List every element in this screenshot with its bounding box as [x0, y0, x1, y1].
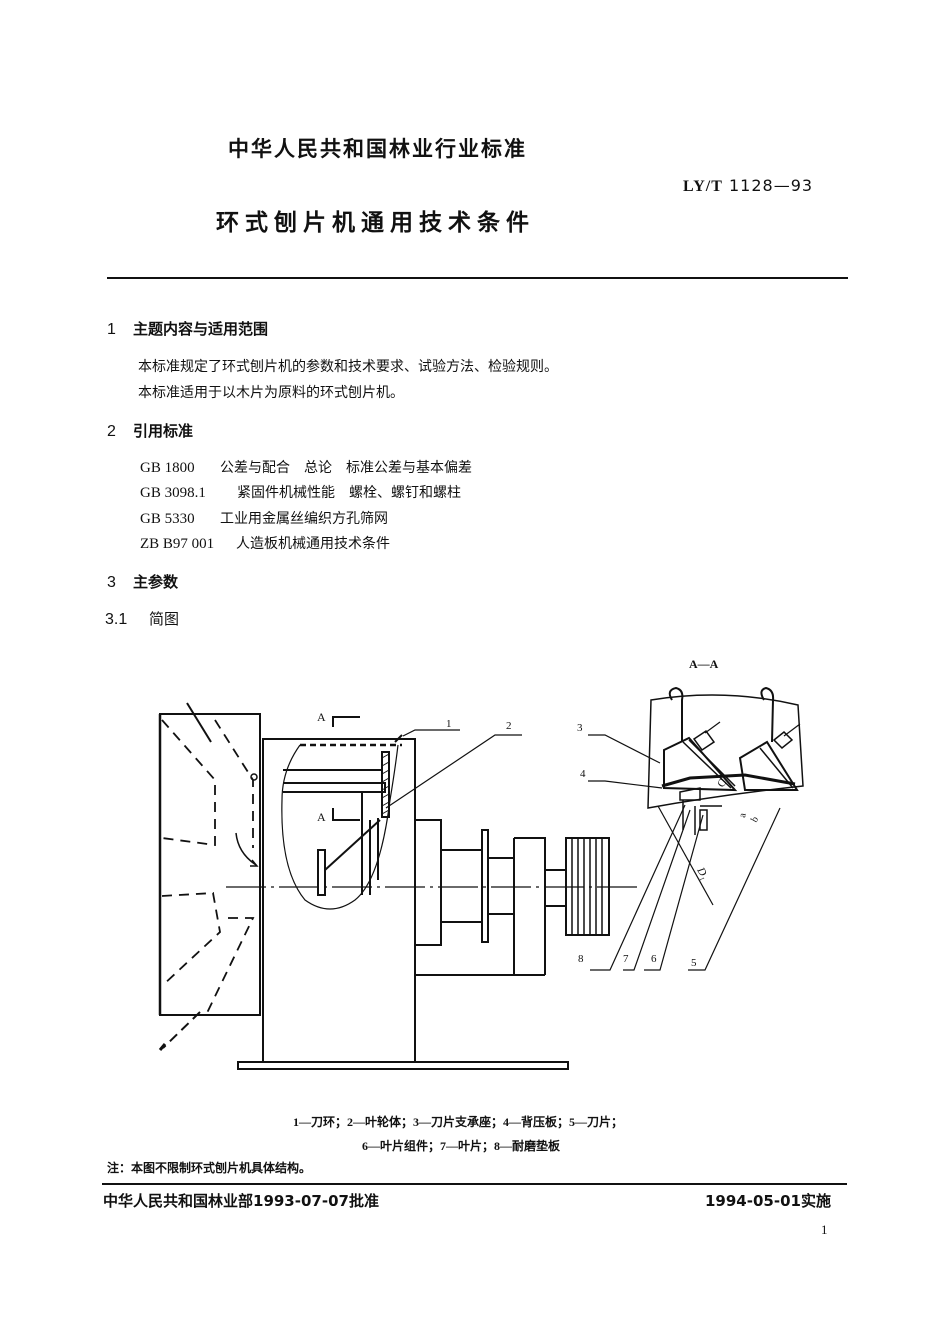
- document-title: 环式刨片机通用技术条件: [216, 210, 535, 236]
- callout-7: 7: [623, 953, 629, 965]
- figure-note: 注：本图不限制环式刨片机具体结构。: [107, 1161, 312, 1175]
- section-1-paragraph-1: 本标准规定了环式刨片机的参数和技术要求、试验方法、检验规则。: [138, 359, 558, 375]
- pulley: [565, 837, 610, 936]
- callout-4: 4: [580, 768, 586, 780]
- header-divider: [107, 277, 848, 279]
- callout-2: 2: [506, 720, 512, 732]
- cut-label-bottom: A: [317, 810, 326, 824]
- section-1-paragraph-2: 本标准适用于以木片为原料的环式刨片机。: [138, 385, 404, 401]
- bearing-housing: [415, 819, 442, 946]
- callout-5: 5: [691, 957, 697, 969]
- figure-legend-line-2: 6—叶片组件；7—叶片；8—耐磨垫板: [362, 1139, 561, 1153]
- cut-label-top: A: [317, 710, 326, 724]
- standard-code-prefix: LY/T: [683, 178, 723, 195]
- callout-8: 8: [578, 953, 584, 965]
- standard-code-number: 1128—93: [728, 176, 814, 195]
- figure-legend-line-1: 1—刀环；2—叶轮体；3—刀片支承座；4—背压板；5—刀片；: [293, 1115, 624, 1129]
- dim-a: a: [737, 812, 749, 819]
- dim-b: b: [749, 815, 761, 825]
- page-number: 1: [821, 1222, 828, 1237]
- callout-3: 3: [577, 722, 583, 734]
- approval-statement: 中华人民共和国林业部1993-07-07批准: [103, 1192, 379, 1210]
- footer-divider: [102, 1183, 847, 1185]
- issuing-org-title: 中华人民共和国林业行业标准: [228, 137, 527, 161]
- feed-hopper: [159, 713, 261, 1016]
- standard-code: LY/T 1128—93: [683, 176, 813, 196]
- callout-6: 6: [651, 953, 657, 965]
- dim-d1: D₁: [694, 865, 711, 882]
- section-view-label: A—A: [689, 657, 719, 671]
- callout-1: 1: [446, 718, 452, 730]
- cutaway-boundary: [281, 744, 399, 910]
- base-plate: [237, 1061, 569, 1070]
- section-aa-outline: [647, 694, 804, 809]
- effective-date: 1994-05-01实施: [705, 1192, 831, 1210]
